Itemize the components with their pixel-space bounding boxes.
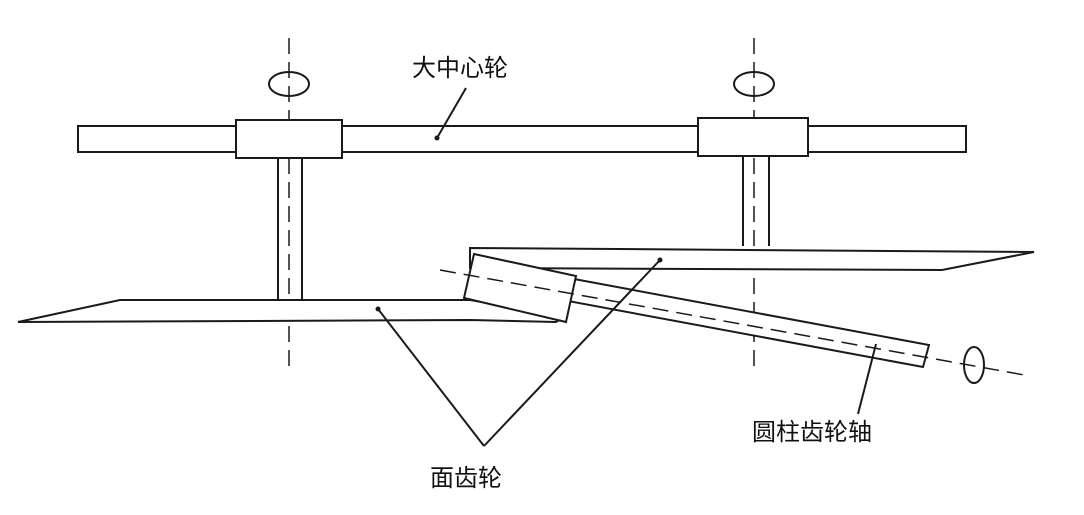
left-rotation-arrow-icon xyxy=(268,71,310,97)
cylindrical-gear-shaft xyxy=(439,252,1031,384)
cylindrical-gear xyxy=(462,252,578,324)
label-face-gear: 面齿轮 xyxy=(430,464,502,492)
leader-big-center-wheel xyxy=(436,87,467,139)
leader-face-gear-upper xyxy=(483,259,661,447)
shaft-rotation-arrow-icon xyxy=(963,346,985,384)
right-hub-block xyxy=(697,117,809,157)
label-big-center-wheel: 大中心轮 xyxy=(412,54,508,82)
right-rotation-arrow-icon xyxy=(733,71,775,97)
left-hub-block xyxy=(235,119,343,159)
upper-face-gear xyxy=(469,246,1035,272)
label-cylindrical-gear-shaft: 圆柱齿轮轴 xyxy=(752,418,872,446)
big-center-wheel xyxy=(77,117,967,159)
left-post xyxy=(277,158,303,302)
leader-gear-shaft xyxy=(857,343,877,415)
right-post xyxy=(742,156,770,246)
leader-face-gear-lower xyxy=(377,308,485,447)
